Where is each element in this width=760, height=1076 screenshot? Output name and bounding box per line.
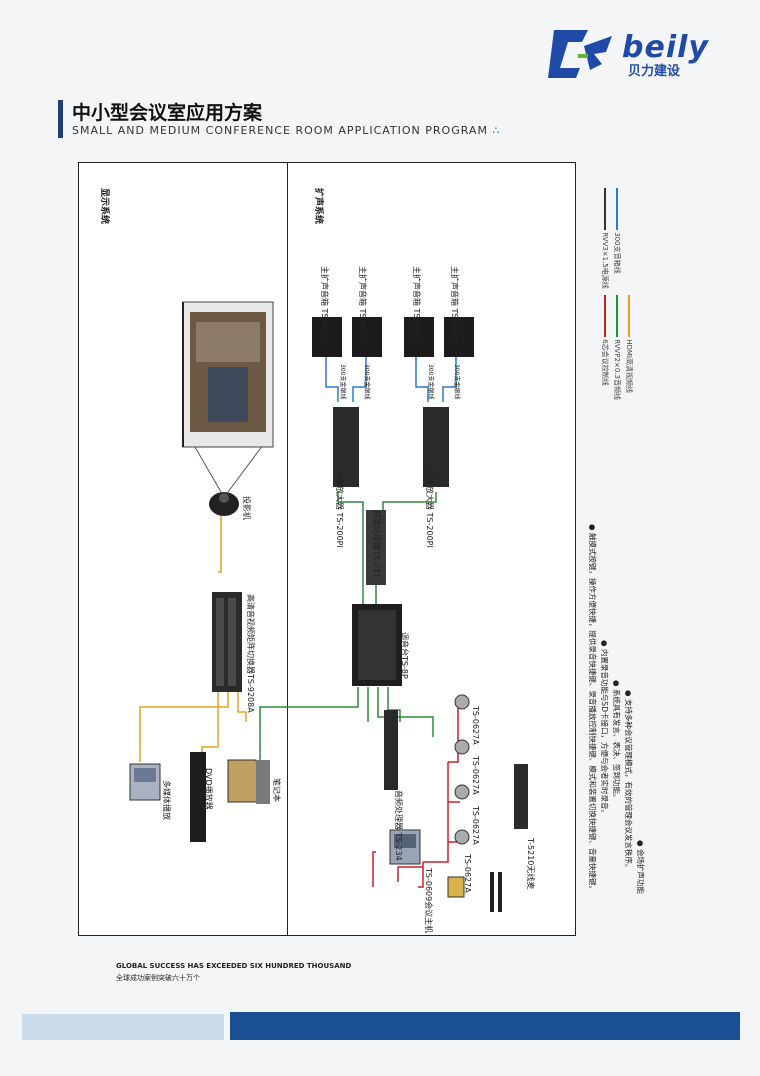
hdmi-cable bbox=[218, 514, 222, 573]
feature-bullet: ● 内置录音功能与SD卡接口，方便与会者实时录音。 bbox=[600, 640, 609, 817]
mic-4 bbox=[454, 829, 470, 845]
matrix-switcher bbox=[212, 592, 242, 692]
feature-bullet: ● 支持多种会议管理模式，有效的管理会议发言秩序。 bbox=[624, 690, 633, 872]
section-sound-title: 扩声系统 bbox=[313, 188, 323, 225]
cable-label: 300支金银线 bbox=[427, 364, 434, 400]
conference-host-label: TS-0609会议主机 bbox=[424, 868, 433, 934]
legend-swatch bbox=[616, 295, 618, 337]
brand-name: beily bbox=[622, 30, 709, 65]
legend-swatch bbox=[616, 188, 618, 230]
conference-cable bbox=[397, 866, 423, 882]
cable-label: 300支金银线 bbox=[339, 364, 346, 400]
footer-slogan-cn: 全球成功案例突破六十万个 bbox=[116, 974, 200, 982]
projection-ray bbox=[227, 444, 264, 493]
legend-swatch bbox=[628, 295, 630, 337]
dvd-player bbox=[190, 752, 206, 842]
legend-item-speaker: 300支音箱线 bbox=[612, 188, 622, 274]
audio-cable bbox=[382, 492, 437, 510]
conference-cable bbox=[372, 851, 376, 887]
mic-1 bbox=[454, 694, 470, 710]
audio-processor-label: 音频处理器 TS-234 bbox=[394, 790, 403, 861]
projection-screen bbox=[182, 301, 274, 448]
mixer-label: 调音台TS-8P bbox=[400, 632, 409, 679]
mic-3-label: TS-0627A bbox=[471, 756, 480, 795]
page-subtitle: SMALL AND MEDIUM CONFERENCE ROOM APPLICA… bbox=[72, 124, 501, 137]
projection-ray bbox=[194, 446, 222, 493]
legend-item-audio: RVVP2×0.3音频线 bbox=[612, 295, 622, 400]
dots-icon: ∴ bbox=[492, 124, 501, 137]
mic-3 bbox=[454, 784, 470, 800]
feature-bullet: ● 会场扩声功能 bbox=[636, 840, 645, 894]
mic-2-label: TS-0627A bbox=[471, 806, 480, 845]
feature-bullet: ● 系统具有发言、表决、签到功能。 bbox=[612, 680, 621, 802]
amp-1-label: 功率放大器 TS-200PI bbox=[335, 470, 344, 548]
conference-cable bbox=[423, 762, 449, 863]
projector bbox=[209, 492, 239, 516]
section-display-title: 显示系统 bbox=[99, 188, 109, 225]
diagram-frame bbox=[78, 162, 576, 936]
handheld-mic bbox=[490, 872, 494, 912]
audio-cable bbox=[337, 492, 364, 617]
speaker-2-label: 主扩声音箱 TS-605A bbox=[358, 266, 367, 343]
speaker-3-label: 主扩声音箱 TS-605A bbox=[412, 266, 421, 343]
hdmi-cable bbox=[139, 692, 229, 762]
cable-label: 300支金银线 bbox=[453, 364, 460, 400]
legend-item-hdmi: HDMI高清视频线 bbox=[624, 295, 634, 393]
laptop bbox=[227, 759, 270, 804]
speaker-3 bbox=[404, 317, 434, 357]
conference-cable bbox=[448, 702, 459, 763]
wireless-label: T-5210无线麦 bbox=[526, 838, 535, 890]
hdmi-cable bbox=[201, 692, 219, 762]
speaker-2 bbox=[352, 317, 382, 357]
footer-band-dark bbox=[230, 1012, 740, 1040]
speaker-cable bbox=[352, 352, 367, 402]
audio-processor bbox=[384, 710, 398, 790]
mic-2 bbox=[454, 739, 470, 755]
speaker-cable bbox=[325, 352, 339, 402]
amp-2-label: 功率放大器 TS-200PI bbox=[425, 470, 434, 548]
brand-cn: 贝力建设 bbox=[628, 64, 681, 79]
legend-item-control: 6芯会议控制线 bbox=[600, 295, 610, 386]
legend-swatch bbox=[604, 295, 606, 337]
footer-band-light bbox=[22, 1014, 224, 1040]
beily-logo-icon bbox=[548, 30, 612, 78]
cable-label: 300支金银线 bbox=[363, 364, 370, 400]
mic-4-label: TS-0627A bbox=[471, 706, 480, 745]
laptop-label: 笔记本 bbox=[272, 778, 281, 802]
feature-bullet: ● 触摸式按键，操作方便快捷，提供录音快捷键、录音播放控制快捷键、模式和装置切换… bbox=[588, 524, 597, 893]
conference-host bbox=[389, 829, 421, 865]
hdmi-cable bbox=[237, 692, 247, 722]
media-player bbox=[129, 763, 161, 801]
projector-label: 投影机 bbox=[242, 496, 251, 520]
handheld-mic bbox=[498, 872, 502, 912]
section-divider bbox=[287, 162, 288, 936]
footer-slogan-en: GLOBAL SUCCESS HAS EXCEEDED SIX HUNDRED … bbox=[116, 962, 352, 970]
speaker-cable bbox=[415, 352, 429, 402]
front-processor bbox=[366, 510, 386, 585]
speaker-4 bbox=[444, 317, 474, 357]
matrix-label: 高清音视频矩阵切换器TS-9208A bbox=[246, 594, 255, 713]
mic-unit bbox=[447, 876, 465, 898]
legend-swatch bbox=[604, 188, 606, 230]
wireless-receiver bbox=[514, 764, 528, 829]
speaker-1 bbox=[312, 317, 342, 357]
media-player-label: 多媒体播放 bbox=[162, 780, 171, 820]
system-diagram bbox=[129, 301, 528, 912]
legend-item-power: RVV3×1.5电源线 bbox=[600, 188, 610, 289]
speaker-4-label: 主扩声音箱 TS-605A bbox=[450, 266, 459, 343]
speaker-cable bbox=[442, 352, 457, 402]
audio-cable bbox=[377, 687, 434, 737]
amplifier-1 bbox=[333, 407, 359, 487]
page-title: 中小型会议室应用方案 bbox=[72, 102, 263, 124]
title-accent-bar bbox=[58, 100, 63, 138]
processor-label: 前置处理器TS-211 bbox=[372, 510, 381, 579]
mixer bbox=[352, 604, 402, 686]
dvd-label: DVD播放器 bbox=[204, 768, 213, 810]
speaker-1-label: 主扩声音箱 TS-605A bbox=[320, 266, 329, 343]
mic-1-label: TS-0627A bbox=[463, 854, 472, 893]
conference-cable bbox=[418, 862, 424, 888]
audio-cable bbox=[259, 687, 359, 772]
amplifier-2 bbox=[423, 407, 449, 487]
